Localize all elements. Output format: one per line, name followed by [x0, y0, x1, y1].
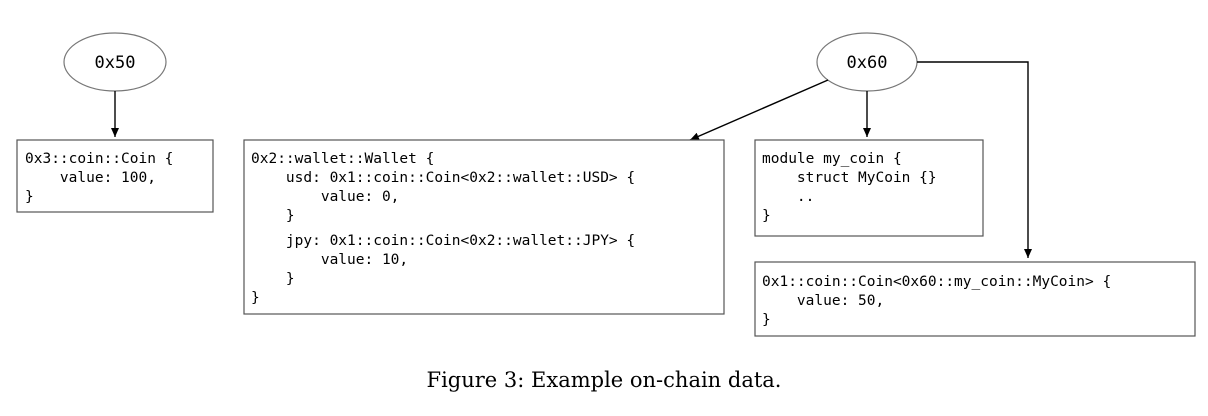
figure-caption: Figure 3: Example on-chain data.: [426, 368, 782, 392]
code-line: struct MyCoin {}: [762, 170, 937, 186]
code-line: value: 50,: [762, 293, 884, 309]
code-line: }: [251, 271, 295, 287]
code-line: }: [251, 208, 295, 224]
module-box-my-coin: module my_coin { struct MyCoin {} .. }: [754, 139, 984, 237]
code-line: value: 10,: [251, 252, 408, 268]
code-line: usd: 0x1::coin::Coin<0x2::wallet::USD> {: [251, 170, 635, 186]
code-line: }: [762, 312, 771, 328]
code-line: module my_coin {: [762, 151, 902, 167]
edge-0x60-to-wallet: [689, 79, 829, 141]
resource-box-wallet: 0x2::wallet::Wallet { usd: 0x1::coin::Co…: [243, 139, 725, 315]
code-line: jpy: 0x1::coin::Coin<0x2::wallet::JPY> {: [251, 233, 635, 249]
code-line: value: 0,: [251, 189, 399, 205]
code-line: }: [25, 189, 34, 205]
edge-0x60-to-mycoin: [917, 61, 1032, 258]
address-node-0x50: 0x50: [63, 32, 167, 92]
diagram-canvas: 0x50 0x60 0x3::coin::Coin { value: 100, …: [16, 32, 1196, 337]
resource-box-mycoin: 0x1::coin::Coin<0x60::my_coin::MyCoin> {…: [754, 261, 1196, 337]
code-line: }: [762, 208, 771, 224]
code-line: 0x3::coin::Coin {: [25, 151, 173, 167]
address-node-0x60: 0x60: [816, 32, 918, 92]
resource-box-coin: 0x3::coin::Coin { value: 100, }: [16, 139, 214, 213]
code-line: ..: [762, 189, 814, 205]
address-label-0x60: 0x60: [847, 53, 888, 73]
code-line: }: [251, 290, 260, 306]
code-line: value: 100,: [25, 170, 156, 186]
code-line: 0x2::wallet::Wallet {: [251, 151, 434, 167]
code-line: 0x1::coin::Coin<0x60::my_coin::MyCoin> {: [762, 274, 1111, 290]
address-label-0x50: 0x50: [95, 53, 136, 73]
